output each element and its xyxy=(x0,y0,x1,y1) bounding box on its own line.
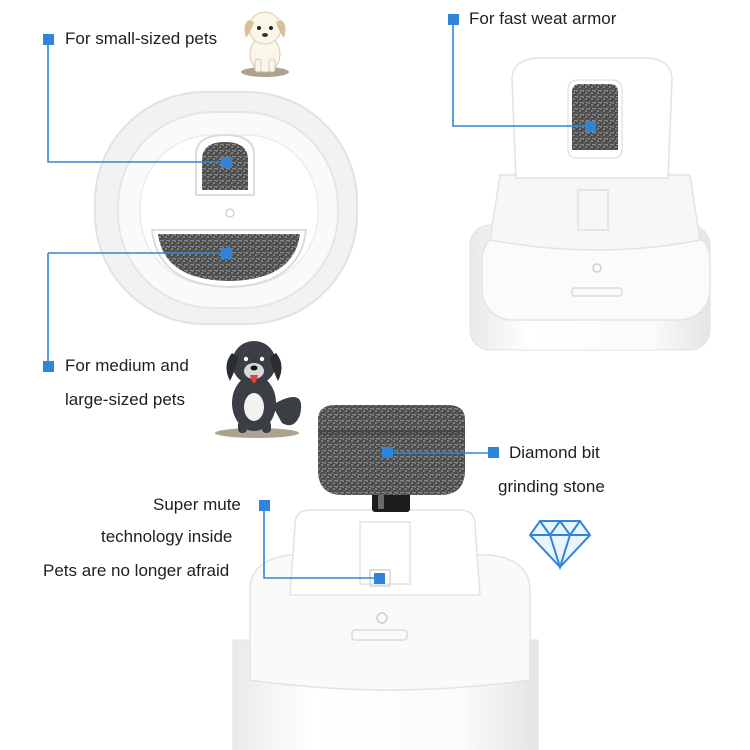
medium-large-label-line2: large-sized pets xyxy=(65,390,186,409)
medium-large-marker xyxy=(43,361,54,372)
medium-large-label-line1: For medium and xyxy=(65,356,189,375)
super-mute-marker xyxy=(259,500,270,511)
fast-wear-marker xyxy=(448,14,459,25)
super-mute-label-line3: Pets are no longer afraid xyxy=(43,561,230,580)
diamond-icon xyxy=(528,519,592,571)
product-markers xyxy=(221,121,596,584)
diamond-bit-marker xyxy=(488,447,499,458)
diamond-bit-label-line1: Diamond bit xyxy=(509,443,600,462)
main-device-view xyxy=(232,405,539,750)
large-dog-icon xyxy=(215,341,302,438)
small-pets-marker xyxy=(43,34,54,45)
small-pets-label: For small-sized pets xyxy=(65,29,218,48)
super-mute-label-line2: technology inside xyxy=(101,527,233,546)
front-cap-view xyxy=(94,91,358,325)
fast-wear-label: For fast weat armor xyxy=(469,9,617,28)
diamond-bit-label-line2: grinding stone xyxy=(498,477,605,496)
callout-lines xyxy=(47,20,590,579)
small-dog-icon xyxy=(241,11,289,77)
side-view xyxy=(469,57,711,351)
super-mute-label-line1: Super mute xyxy=(153,495,241,514)
